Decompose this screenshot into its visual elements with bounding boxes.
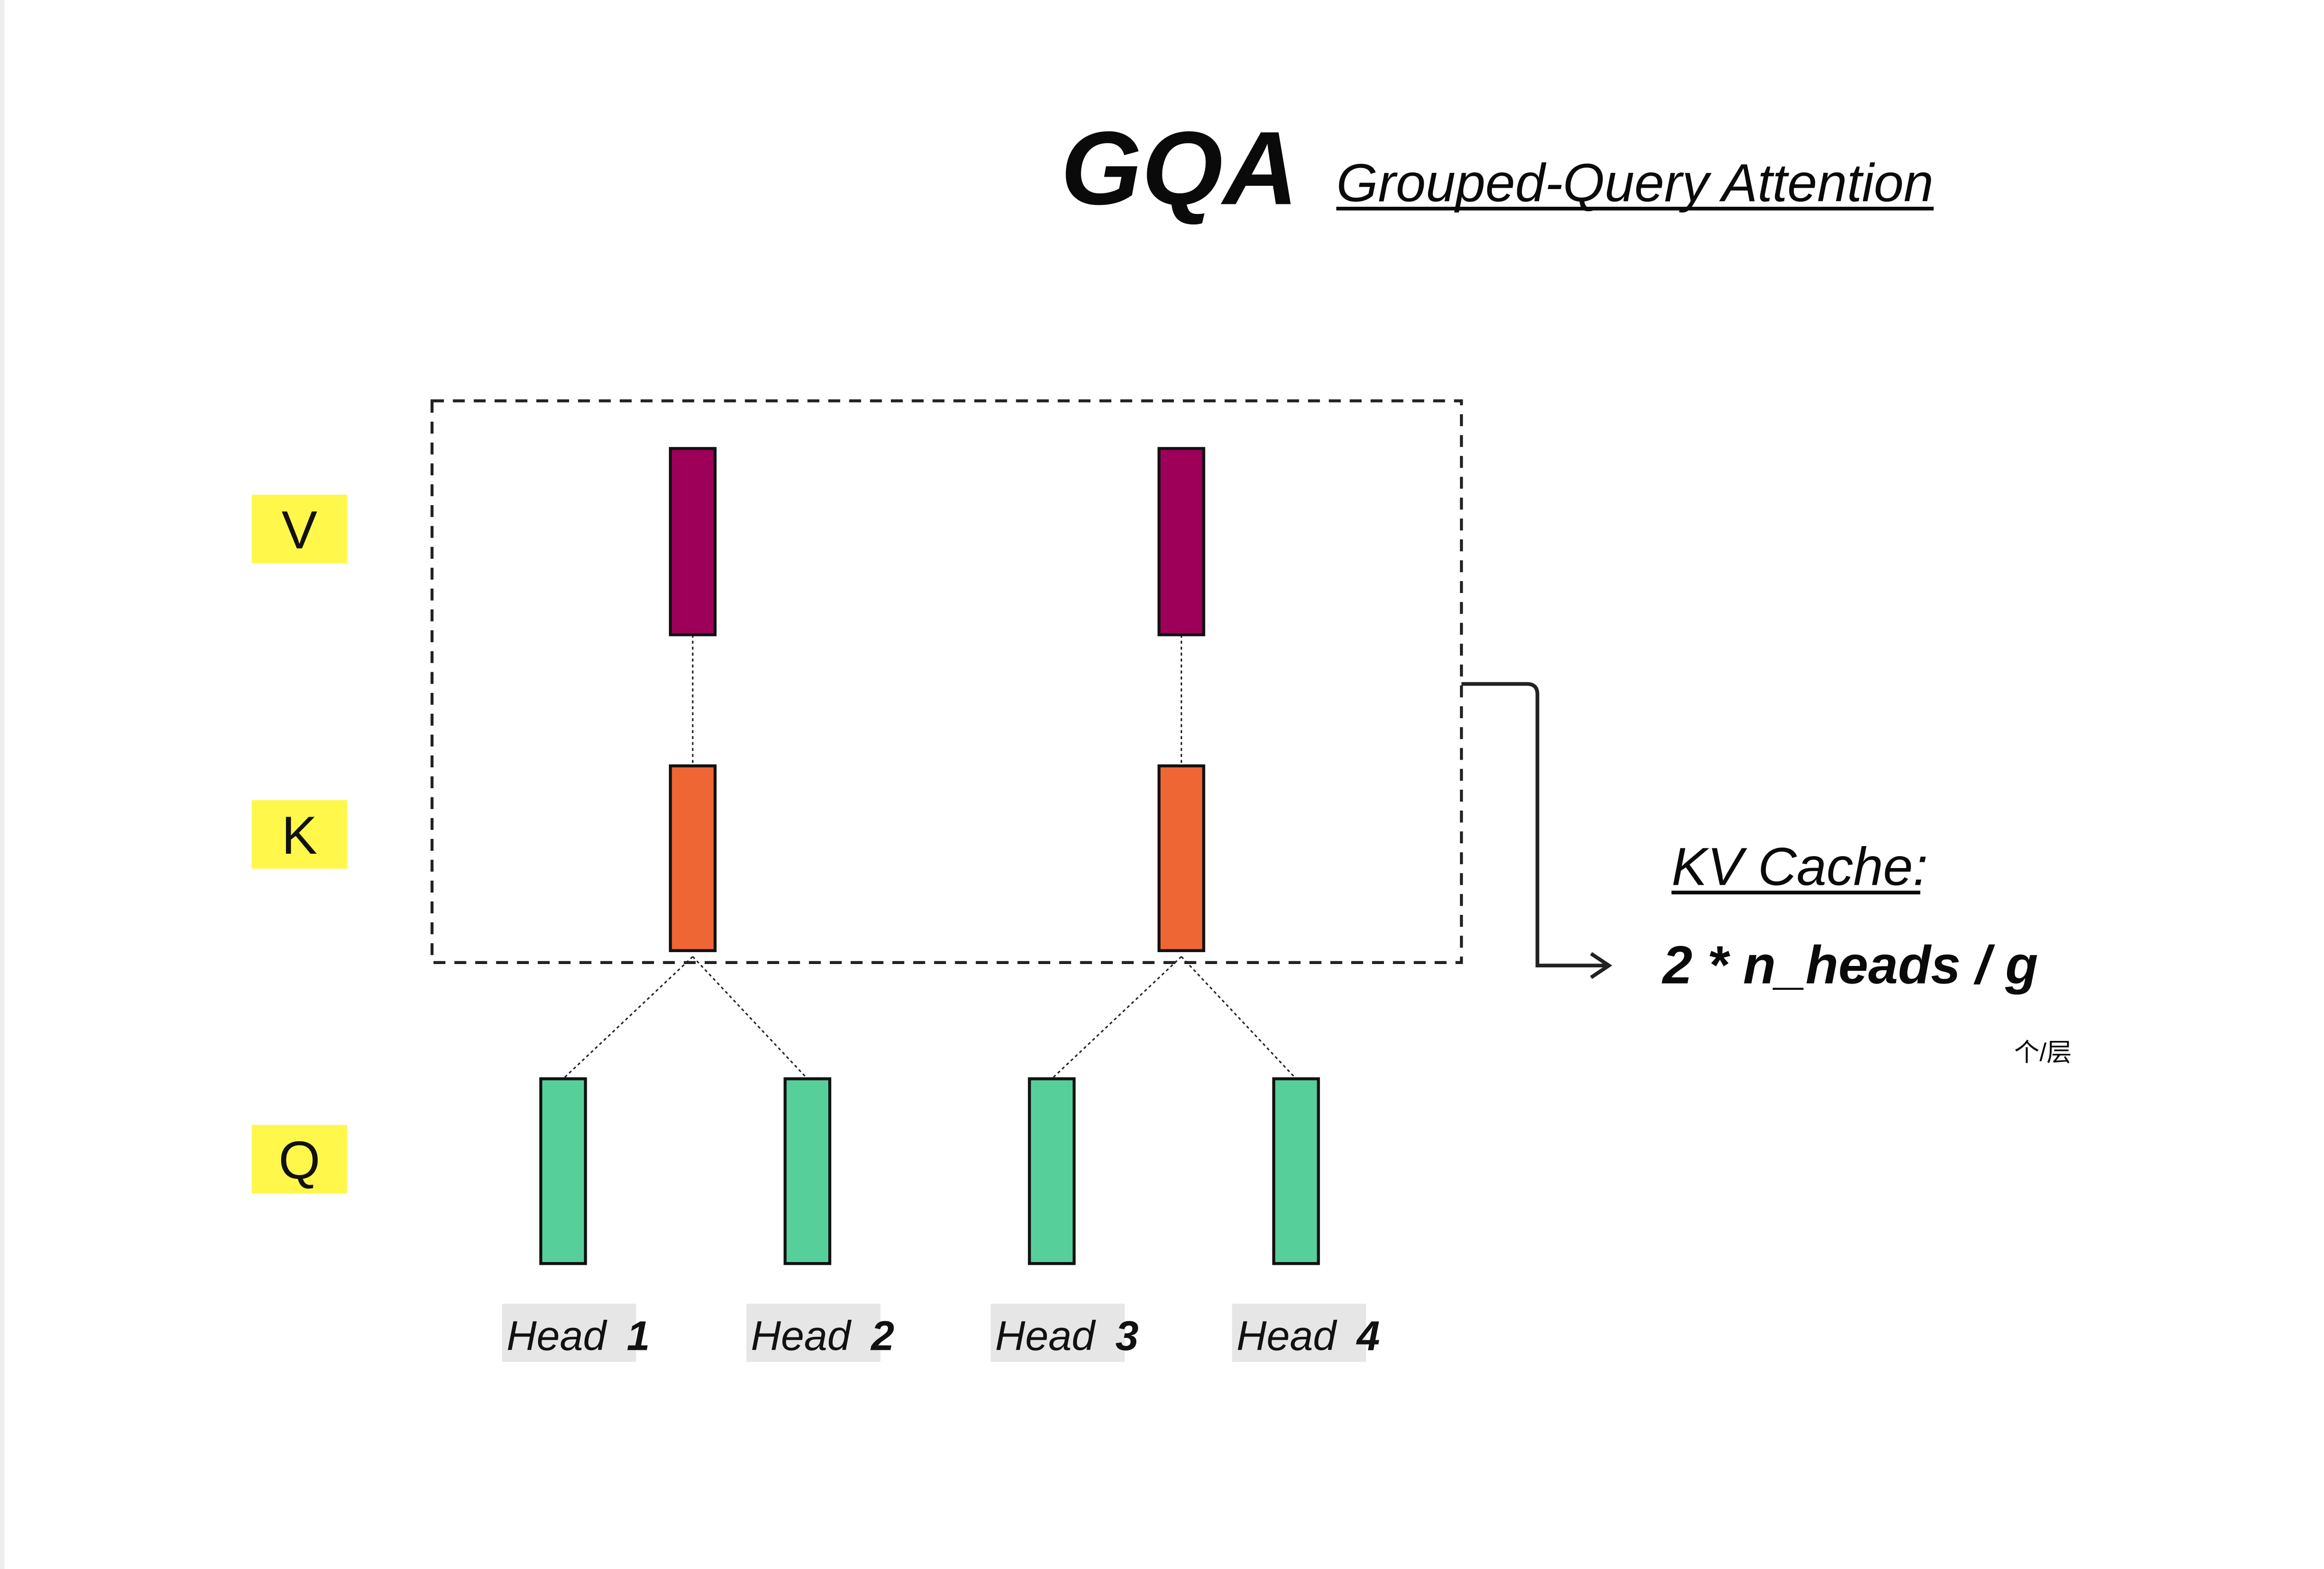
row-label-k: K — [252, 800, 348, 869]
query-block-2 — [783, 1077, 832, 1265]
title-subtitle: Grouped-Query Attention — [1336, 152, 1933, 212]
arrow-icon — [1461, 682, 1613, 979]
connectors — [562, 635, 1297, 1080]
svg-text:Head 2: Head 2 — [751, 1312, 894, 1359]
value-block-1 — [669, 447, 717, 636]
svg-text:K: K — [282, 805, 317, 865]
key-block-2 — [1157, 764, 1205, 953]
query-block-1 — [539, 1077, 587, 1265]
head-label-2: Head 2 — [746, 1304, 894, 1362]
query-block-4 — [1272, 1077, 1320, 1265]
left-border — [0, 0, 5, 1569]
row-label-q: Q — [252, 1125, 348, 1194]
kv-cache-label: KV Cache: — [1671, 837, 1928, 897]
svg-text:Head 4: Head 4 — [1236, 1312, 1380, 1359]
query-block-3 — [1028, 1077, 1076, 1265]
kv-cache-unit: 个/层 — [2014, 1039, 2072, 1067]
kv-cache-formula: 2 * n_heads / g — [1661, 935, 2038, 995]
key-block-1 — [669, 764, 717, 953]
head-label-4: Head 4 — [1232, 1304, 1380, 1362]
title-main: GQA — [1061, 110, 1299, 227]
head-label-3: Head 3 — [991, 1304, 1139, 1362]
head-label-1: Head 1 — [502, 1304, 650, 1362]
svg-text:Head 1: Head 1 — [507, 1312, 650, 1359]
svg-text:Head 3: Head 3 — [995, 1312, 1139, 1359]
svg-text:Q: Q — [279, 1130, 320, 1190]
svg-text:V: V — [282, 499, 317, 560]
value-block-2 — [1157, 447, 1205, 636]
row-label-v: V — [252, 495, 348, 563]
kv-group-box — [430, 399, 1463, 965]
